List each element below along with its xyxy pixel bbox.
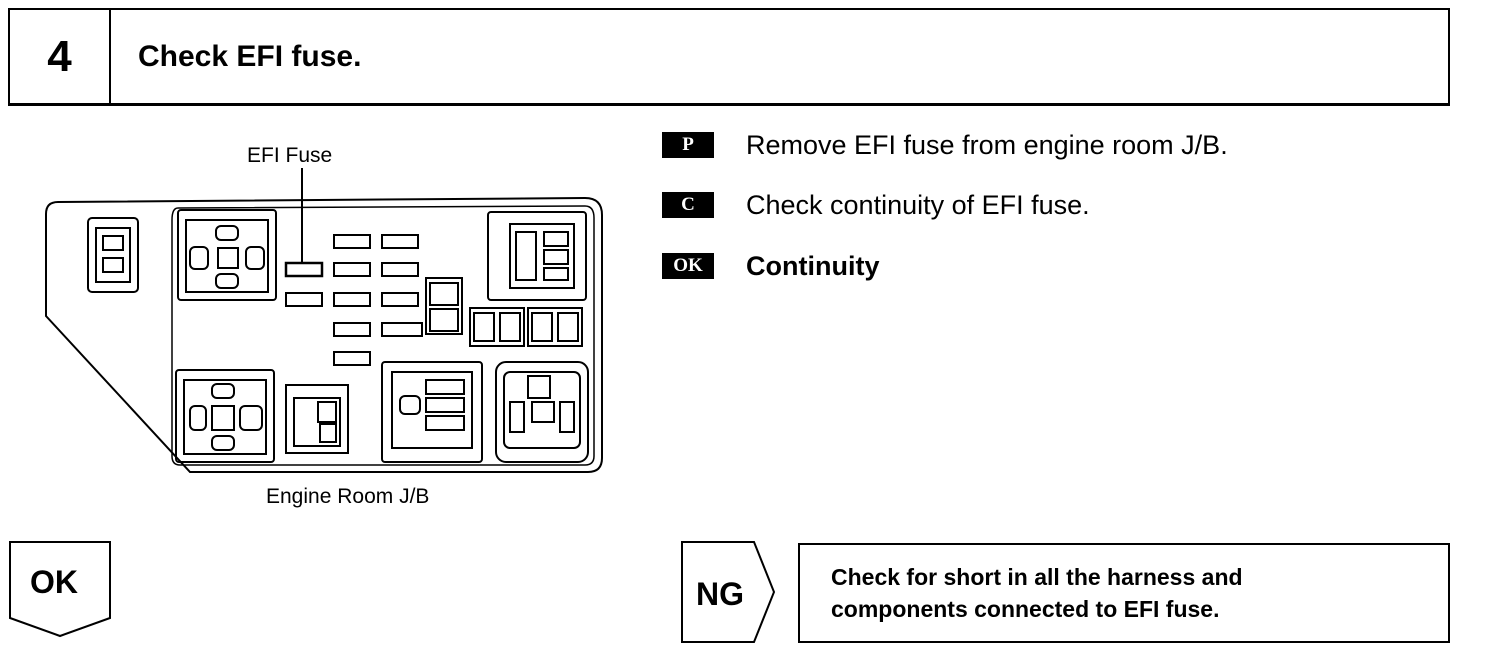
engine-room-jb-diagram: EFI Fuse Engine Room J/B — [40, 140, 610, 520]
down-arrow-icon — [9, 541, 111, 638]
procedure-badge: P — [662, 132, 714, 158]
step-header: 4 Check EFI fuse. — [8, 8, 1450, 106]
step-title: Check EFI fuse. — [138, 39, 362, 73]
instruction-remove: P Remove EFI fuse from engine room J/B. — [662, 128, 1228, 162]
jb-inner-outline — [171, 205, 595, 466]
instruction-text: Check continuity of EFI fuse. — [746, 189, 1090, 220]
jb-housing-outline — [45, 196, 603, 473]
instruction-ok: OK Continuity — [662, 249, 879, 283]
ok-result-arrow: OK — [8, 540, 112, 640]
check-badge: C — [662, 192, 714, 218]
ng-action-line: Check for short in all the harness and — [831, 564, 1243, 590]
ng-action-line: components connected to EFI fuse. — [831, 596, 1220, 622]
efi-fuse-label: EFI Fuse — [247, 144, 333, 167]
ok-badge: OK — [662, 253, 714, 279]
instruction-check: C Check continuity of EFI fuse. — [662, 188, 1090, 222]
ng-label: NG — [696, 576, 744, 612]
instruction-text: Remove EFI fuse from engine room J/B. — [746, 129, 1228, 160]
ok-label: OK — [30, 564, 78, 600]
engine-room-jb-label: Engine Room J/B — [266, 485, 430, 508]
instruction-text: Continuity — [746, 250, 880, 281]
ng-result-arrow: NG — [680, 540, 776, 644]
ng-action-box: Check for short in all the harness and c… — [798, 543, 1450, 643]
junction-block-drawing — [45, 168, 603, 473]
step-number: 4 — [10, 10, 111, 103]
right-arrow-icon — [681, 541, 776, 643]
